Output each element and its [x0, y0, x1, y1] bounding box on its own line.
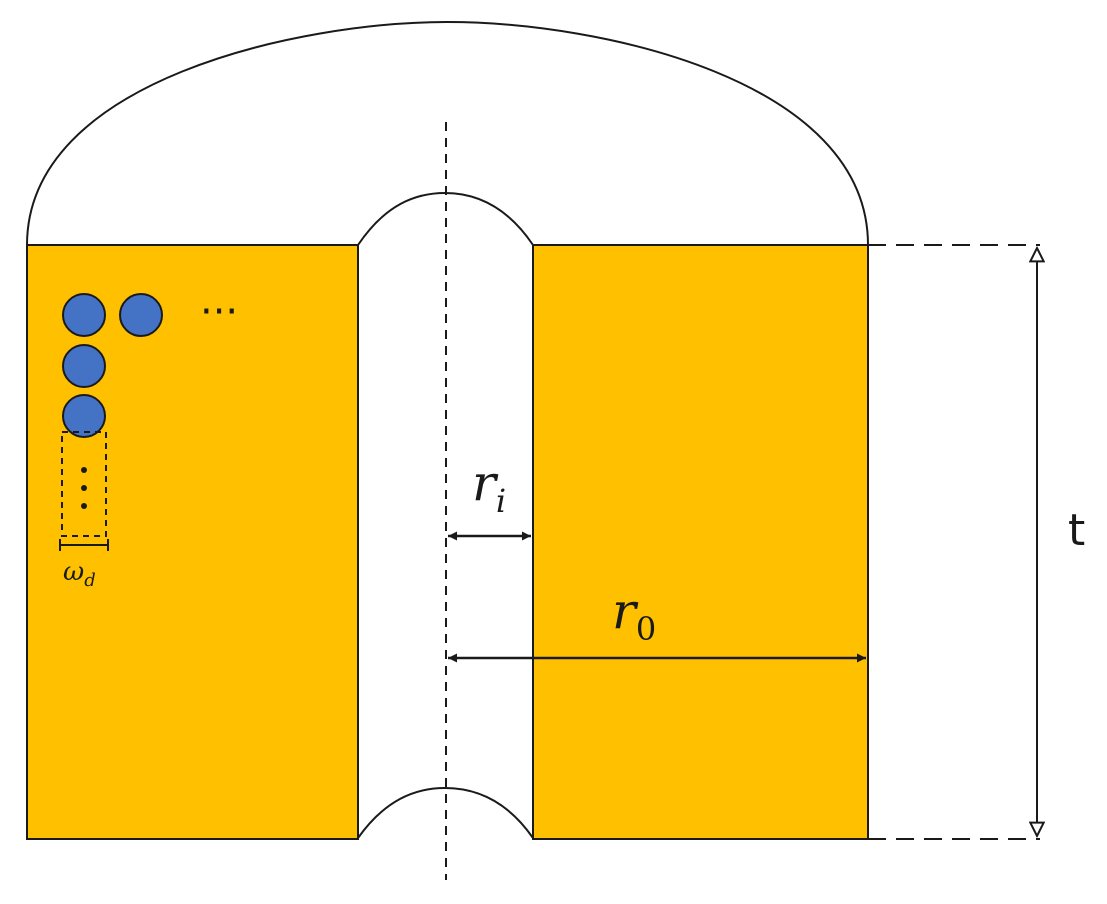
continuation-ellipsis: ···: [200, 289, 238, 335]
left-core-section: [26, 244, 359, 840]
wire-circle: [119, 293, 163, 337]
right-core-section: [532, 244, 869, 840]
wire-circle: [62, 394, 106, 438]
thickness-label: t: [1068, 505, 1085, 556]
outer-radius-label: r0: [612, 582, 656, 648]
vertical-ellipsis-dot: [81, 467, 87, 473]
wire-circle: [62, 293, 106, 337]
inner-radius-label: ri: [472, 454, 506, 520]
top-dome-outline: [26, 20, 869, 246]
wire-width-label: ωd: [63, 557, 96, 591]
vertical-ellipsis-dot: [81, 485, 87, 491]
wire-circle: [62, 344, 106, 388]
wire-placeholder-dashed-box: [61, 431, 107, 537]
inner-hole-bottom-arc: [357, 786, 534, 839]
vertical-ellipsis-dot: [81, 503, 87, 509]
